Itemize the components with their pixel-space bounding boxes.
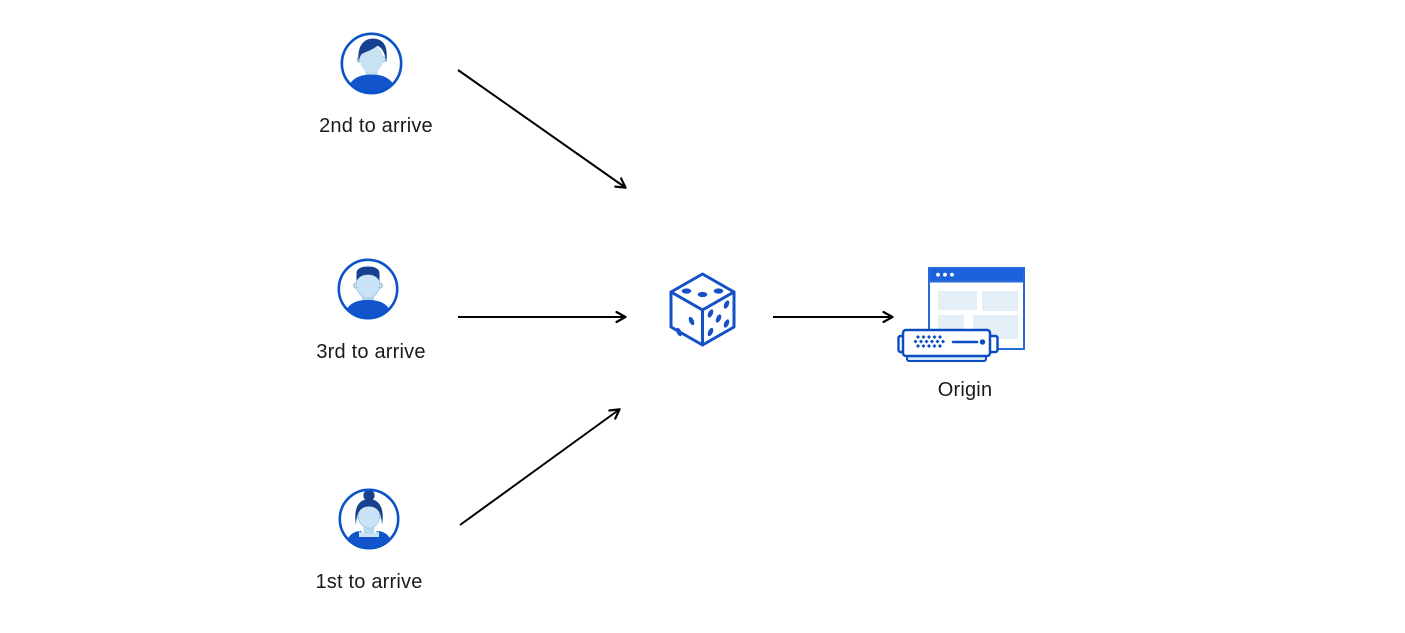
dice-icon	[669, 272, 736, 347]
origin-label: Origin	[937, 379, 993, 401]
client-node-2nd	[339, 31, 404, 96]
woman-hair-bun-avatar-icon	[338, 488, 400, 550]
client-label-1st: 1st to arrive	[315, 571, 423, 593]
arrow-client-2nd-to-dice	[457, 69, 627, 189]
arrow-client-1st-to-dice	[459, 408, 621, 526]
client-node-1st	[337, 487, 401, 551]
client-label-3rd: 3rd to arrive	[316, 341, 426, 363]
man-swept-hair-avatar-icon	[340, 32, 403, 95]
origin-server-icon	[897, 267, 1025, 362]
server-box-icon	[897, 328, 999, 362]
origin-node	[896, 258, 1031, 368]
client-label-2nd: 2nd to arrive	[319, 115, 433, 137]
randomizer-node	[667, 271, 738, 347]
man-flat-top-avatar-icon	[337, 258, 399, 320]
client-node-3rd	[336, 257, 400, 321]
